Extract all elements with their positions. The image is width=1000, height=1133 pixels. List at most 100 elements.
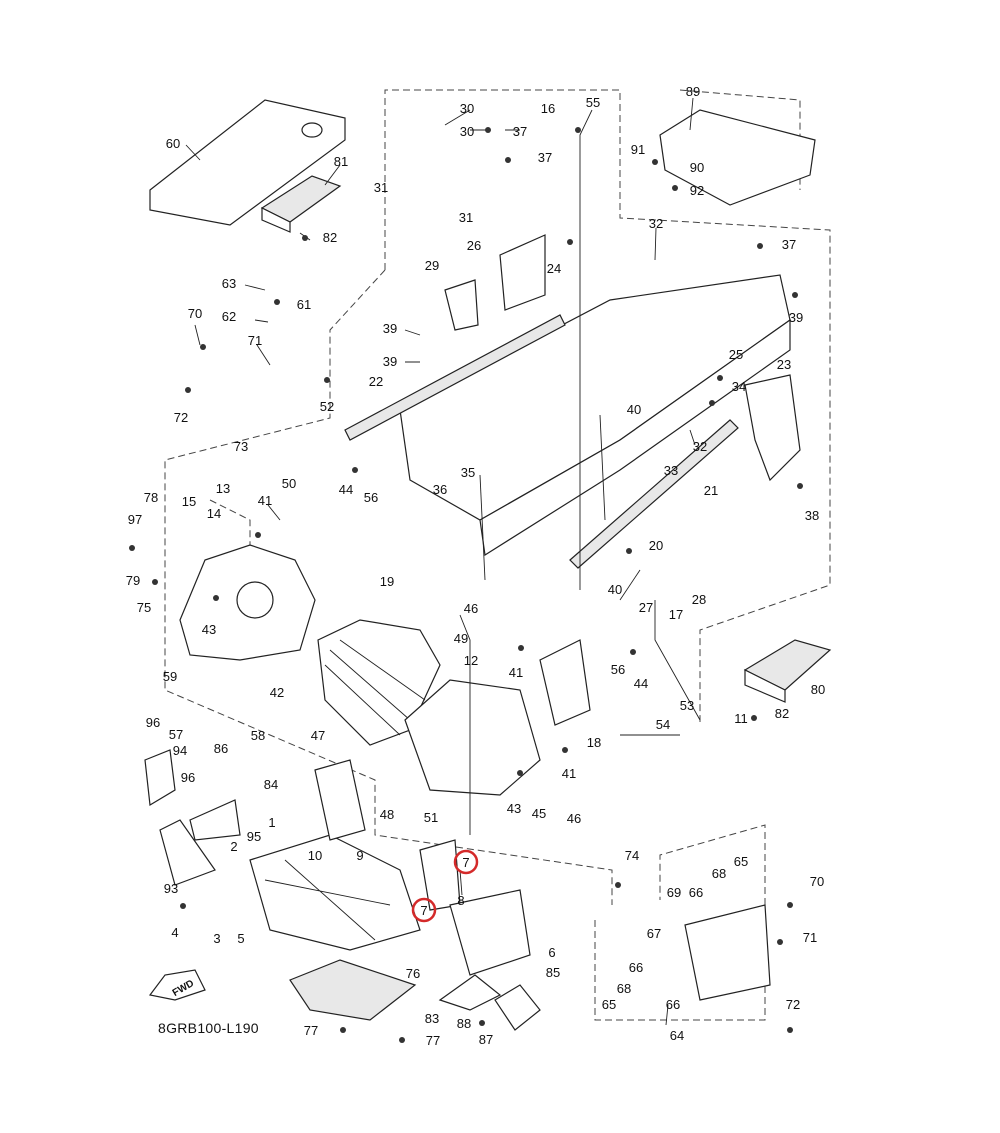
callout-number: 44 (634, 676, 648, 691)
callout-number: 32 (693, 439, 707, 454)
callout-number: 15 (182, 494, 196, 509)
box-89 (659, 109, 816, 206)
callout-number: 34 (732, 379, 746, 394)
rail-21 (569, 419, 739, 569)
callout-number: 43 (202, 622, 216, 637)
radiator-42 (317, 619, 441, 746)
callout-number: 68 (617, 981, 631, 996)
highlight-label: 7 (420, 903, 427, 918)
callout-number: 72 (786, 997, 800, 1012)
callout-number: 18 (587, 735, 601, 750)
callout-number: 80 (811, 682, 825, 697)
callout-number: 93 (164, 881, 178, 896)
callout-number: 46 (464, 601, 478, 616)
callout-number: 84 (264, 777, 278, 792)
highlight-marks: 7 7 (411, 849, 479, 923)
callout-number: 20 (649, 538, 663, 553)
callout-number: 24 (547, 261, 561, 276)
callout-number: 25 (729, 347, 743, 362)
plate-26 (499, 234, 546, 311)
callout-number: 32 (649, 216, 663, 231)
guard-10 (314, 759, 366, 841)
callout-number: 31 (459, 210, 473, 225)
callout-number: 48 (380, 807, 394, 822)
callout-number: 56 (364, 490, 378, 505)
subframe-1 (249, 834, 421, 951)
part-83 (438, 974, 502, 1011)
callout-number: 88 (457, 1016, 471, 1031)
callout-number: 89 (686, 84, 700, 99)
callout-number: 68 (712, 866, 726, 881)
cover-panel (149, 99, 346, 226)
callout-number: 57 (169, 727, 183, 742)
callout-number: 49 (454, 631, 468, 646)
callout-number: 35 (461, 465, 475, 480)
part-85 (494, 984, 541, 1031)
callout-number: 52 (320, 399, 334, 414)
skid-plate-76 (289, 959, 417, 1021)
highlight-circle (411, 897, 437, 923)
callout-number: 40 (608, 582, 622, 597)
callout-number: 67 (647, 926, 661, 941)
callout-number: 1 (268, 815, 275, 830)
bracket-18 (539, 639, 591, 726)
callout-number: 30 (460, 101, 474, 116)
callout-number: 42 (270, 685, 284, 700)
callout-number: 39 (383, 321, 397, 336)
callout-number: 26 (467, 238, 481, 253)
callout-number: 9 (356, 848, 363, 863)
callout-number: 75 (137, 600, 151, 615)
callout-number: 2 (230, 839, 237, 854)
callout-number: 6 (548, 945, 555, 960)
callout-number: 87 (479, 1032, 493, 1047)
callout-number: 82 (323, 230, 337, 245)
callout-number: 22 (369, 374, 383, 389)
callout-number: 17 (669, 607, 683, 622)
callout-number: 21 (704, 483, 718, 498)
diagram-reference-code: 8GRB100-L190 (158, 1020, 259, 1036)
callout-number: 55 (586, 95, 600, 110)
callout-number: 91 (631, 142, 645, 157)
panel-93 (159, 819, 216, 886)
callout-number: 56 (611, 662, 625, 677)
callout-number: 53 (680, 698, 694, 713)
callout-number: 29 (425, 258, 439, 273)
callout-number: 54 (656, 717, 670, 732)
panel-95 (189, 799, 241, 841)
callout-number: 45 (532, 806, 546, 821)
part-6 (449, 889, 531, 976)
callout-number: 59 (163, 669, 177, 684)
callout-number: 95 (247, 829, 261, 844)
callout-number: 23 (777, 357, 791, 372)
callout-number: 41 (258, 493, 272, 508)
callout-number: 77 (304, 1023, 318, 1038)
callout-number: 39 (383, 354, 397, 369)
callout-number: 66 (629, 960, 643, 975)
callout-number: 19 (380, 574, 394, 589)
callout-number: 62 (222, 309, 236, 324)
callout-number: 37 (782, 237, 796, 252)
callout-number: 90 (690, 160, 704, 175)
callout-number: 3 (213, 931, 220, 946)
callout-number: 4 (171, 925, 178, 940)
bracket-23 (744, 374, 801, 482)
callout-number: 72 (174, 410, 188, 425)
callout-number: 71 (803, 930, 817, 945)
callout-number: 14 (207, 506, 221, 521)
cover-cap (301, 122, 323, 138)
callout-number: 37 (513, 124, 527, 139)
tank-64 (684, 904, 771, 1001)
callout-number: 46 (567, 811, 581, 826)
callout-number: 81 (334, 154, 348, 169)
callout-number: 51 (424, 810, 438, 825)
callout-number: 44 (339, 482, 353, 497)
callout-number: 50 (282, 476, 296, 491)
frame-side (479, 318, 791, 557)
highlight-circle (453, 849, 479, 875)
callout-number: 58 (251, 728, 265, 743)
callout-number: 36 (433, 482, 447, 497)
callout-number: 61 (297, 297, 311, 312)
callout-number: 96 (146, 715, 160, 730)
